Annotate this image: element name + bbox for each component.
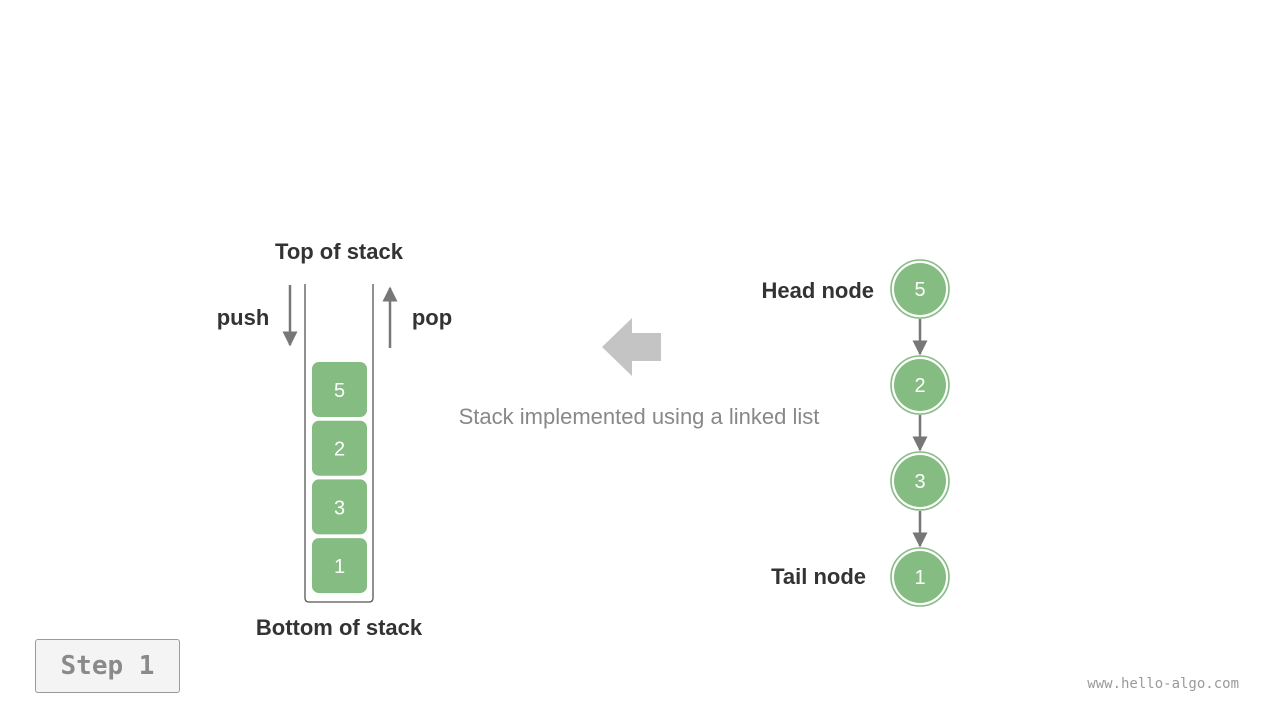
list-node-value: 1 bbox=[914, 567, 925, 589]
list-node-value: 2 bbox=[914, 375, 925, 397]
push-label: push bbox=[217, 305, 270, 330]
stack-container bbox=[304, 284, 374, 603]
stack-item-box bbox=[312, 420, 367, 476]
stack-item-value: 1 bbox=[334, 556, 345, 578]
stack-item-box bbox=[312, 362, 367, 417]
conversion-arrow-icon bbox=[602, 318, 661, 376]
list-node-circle bbox=[894, 551, 946, 603]
stack-item-box bbox=[312, 538, 367, 594]
stack-item: 2 bbox=[312, 420, 367, 476]
list-node: 3 bbox=[890, 451, 950, 511]
stack-item-box bbox=[312, 479, 367, 535]
bottom-of-stack-label: Bottom of stack bbox=[256, 615, 423, 640]
list-node-circle bbox=[894, 359, 946, 411]
stack-item-value: 5 bbox=[334, 380, 345, 402]
list-node-value: 5 bbox=[914, 279, 925, 301]
list-node-circle bbox=[894, 455, 946, 507]
stack-item-value: 3 bbox=[334, 497, 345, 519]
linked-list-nodes: 5 2 3 1 bbox=[890, 259, 950, 607]
top-of-stack-label: Top of stack bbox=[275, 239, 404, 264]
stack-item: 3 bbox=[312, 479, 367, 535]
tail-node-label: Tail node bbox=[771, 564, 866, 589]
stack-item-value: 2 bbox=[334, 439, 345, 461]
pop-label: pop bbox=[412, 305, 452, 330]
list-node-value: 3 bbox=[914, 471, 925, 493]
list-node: 5 bbox=[890, 259, 950, 319]
list-node-circle bbox=[894, 263, 946, 315]
step-indicator: Step 1 bbox=[35, 639, 180, 693]
step-label: Step 1 bbox=[60, 651, 155, 681]
stack-item: 5 bbox=[312, 362, 367, 417]
head-node-label: Head node bbox=[762, 278, 874, 303]
stack-item: 1 bbox=[312, 538, 367, 594]
list-node: 1 bbox=[890, 547, 950, 607]
stack-items: 5 2 3 1 bbox=[312, 362, 367, 594]
list-node: 2 bbox=[890, 355, 950, 415]
footer-url: www.hello-algo.com bbox=[1087, 676, 1239, 692]
caption: Stack implemented using a linked list bbox=[459, 404, 820, 429]
